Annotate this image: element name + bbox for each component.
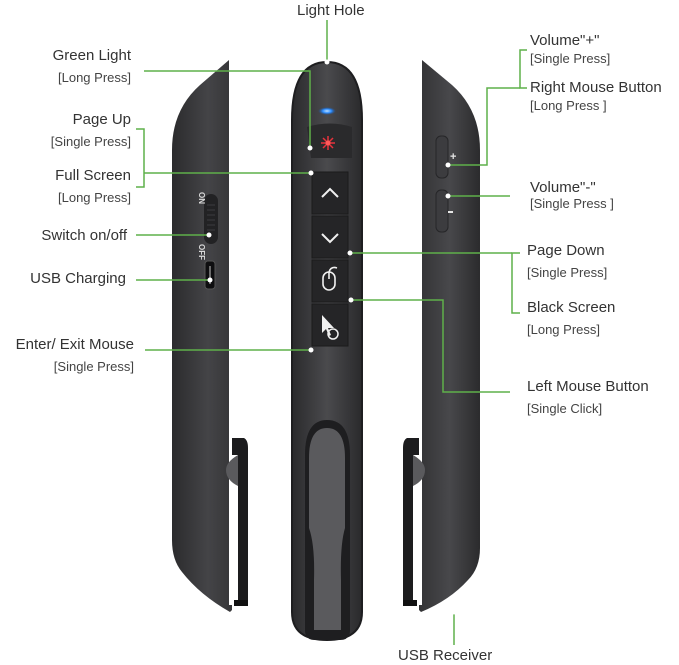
power-switch-icon [204, 194, 218, 244]
label-green-light: Green Light [52, 47, 131, 64]
label-enter-exit-mouse-action: [Single Press] [53, 359, 134, 374]
label-enter-exit-mouse: Enter/ Exit Mouse [15, 336, 134, 353]
label-volume-up: Volume"+" [530, 32, 600, 49]
label-switch: Switch on/off [41, 227, 127, 244]
front-view [291, 60, 363, 642]
label-light-hole: Light Hole [297, 2, 365, 19]
label-right-mouse-action: [Long Press ] [530, 98, 607, 113]
mouse-icon [322, 266, 338, 291]
minus-icon [448, 211, 453, 213]
label-usb-receiver: USB Receiver [398, 647, 493, 664]
label-black-screen-action: [Long Press] [527, 322, 600, 337]
status-led-icon [318, 107, 336, 115]
switch-on-mark: ON [197, 192, 206, 204]
label-page-up: Page Up [72, 111, 131, 128]
page-up-button [311, 171, 349, 215]
label-page-up-action: [Single Press] [50, 134, 131, 149]
switch-off-mark: OFF [197, 244, 206, 260]
left-side-view: ON OFF [172, 60, 248, 612]
label-volume-down: Volume"-" [530, 179, 596, 196]
label-page-down-action: [Single Press] [527, 265, 608, 280]
label-volume-down-action: [Single Press ] [530, 196, 614, 211]
label-green-light-action: [Long Press] [58, 70, 131, 85]
chevron-down-icon [321, 233, 339, 244]
volume-up-button [435, 135, 449, 179]
label-right-mouse: Right Mouse Button [530, 79, 662, 96]
leader-lines [136, 20, 527, 645]
cursor-icon [322, 315, 339, 340]
chevron-up-icon [321, 187, 339, 198]
label-usb-charging: USB Charging [30, 270, 126, 287]
label-volume-up-action: [Single Press] [530, 51, 611, 66]
plus-icon: + [450, 151, 456, 163]
label-left-mouse: Left Mouse Button [527, 378, 649, 395]
left-mouse-button [311, 259, 349, 303]
leader-dots [206, 59, 457, 615]
pocket-clip [309, 428, 345, 630]
label-full-screen: Full Screen [55, 167, 131, 184]
label-left-mouse-action: [Single Click] [527, 401, 603, 416]
label-page-down: Page Down [527, 242, 605, 259]
label-full-screen-action: [Long Press] [58, 190, 131, 205]
label-black-screen: Black Screen [527, 299, 616, 316]
right-side-view: + [403, 60, 480, 612]
page-down-button [311, 215, 349, 259]
